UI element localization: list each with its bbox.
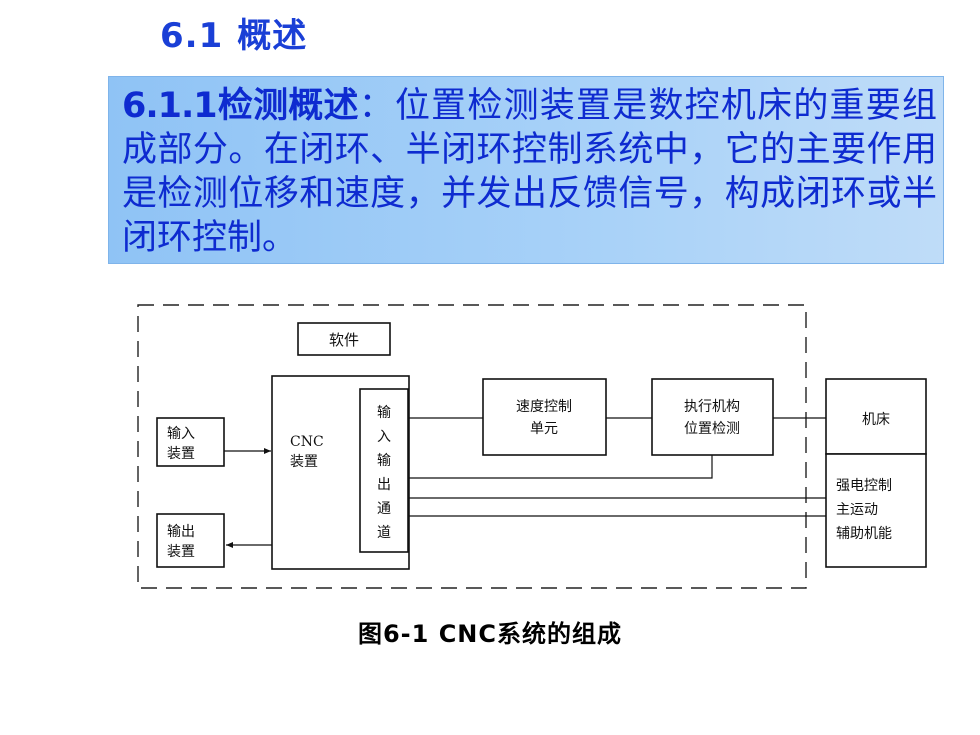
actuator-label-1: 执行机构 xyxy=(684,399,740,415)
speed-control-box xyxy=(482,378,607,456)
actuator-label-2: 位置检测 xyxy=(684,421,740,437)
overview-separator: ： xyxy=(358,86,395,126)
io-channel-char-3: 输 xyxy=(377,453,391,469)
io-channel-box xyxy=(359,388,409,553)
strong-control-label-3: 辅助机能 xyxy=(836,526,892,542)
speed-control-label-2: 单元 xyxy=(530,421,558,437)
machine-tool-box xyxy=(825,378,927,455)
strong-control-label-2: 主运动 xyxy=(836,502,878,518)
figure-caption: 图6-1 CNC系统的组成 xyxy=(357,620,623,648)
output-device-box xyxy=(156,513,225,568)
section-heading: 概述 xyxy=(237,16,308,56)
speed-control-label-1: 速度控制 xyxy=(516,399,572,415)
output-device-label-1: 输出 xyxy=(167,524,195,540)
software-box xyxy=(297,322,391,356)
machine-tool-label: 机床 xyxy=(862,412,890,428)
io-channel-char-4: 出 xyxy=(377,477,391,493)
strong-control-label-1: 强电控制 xyxy=(836,478,892,494)
cnc-system-boundary xyxy=(137,304,807,589)
overview-body: 位置检测装置是数控机床的重要组成部分。在闭环、半闭环控制系统中，它的主要作用是检… xyxy=(122,86,937,258)
overview-text: 6.1.1检测概述：位置检测装置是数控机床的重要组成部分。在闭环、半闭环控制系统… xyxy=(122,84,937,260)
feedback-line xyxy=(408,455,713,479)
input-device-box xyxy=(156,417,225,467)
overview-box: 6.1.1检测概述：位置检测装置是数控机床的重要组成部分。在闭环、半闭环控制系统… xyxy=(108,76,944,264)
io-channel-char-1: 输 xyxy=(377,405,391,421)
cnc-device-label-1: CNC xyxy=(290,434,324,450)
input-device-label-1: 输入 xyxy=(167,426,195,442)
io-channel-char-6: 道 xyxy=(377,525,391,541)
output-device-label-2: 装置 xyxy=(167,544,195,560)
section-number: 6.1 xyxy=(160,16,224,56)
io-channel-char-2: 入 xyxy=(377,429,391,445)
overview-heading: 6.1.1检测概述 xyxy=(122,86,360,126)
section-title: 6.1 概述 xyxy=(160,8,321,57)
cnc-device-label-2: 装置 xyxy=(290,454,318,470)
io-channel-char-5: 通 xyxy=(377,501,391,517)
actuator-box xyxy=(651,378,774,456)
input-device-label-2: 装置 xyxy=(167,446,195,462)
strong-control-box xyxy=(825,453,927,568)
software-label: 软件 xyxy=(329,331,359,349)
